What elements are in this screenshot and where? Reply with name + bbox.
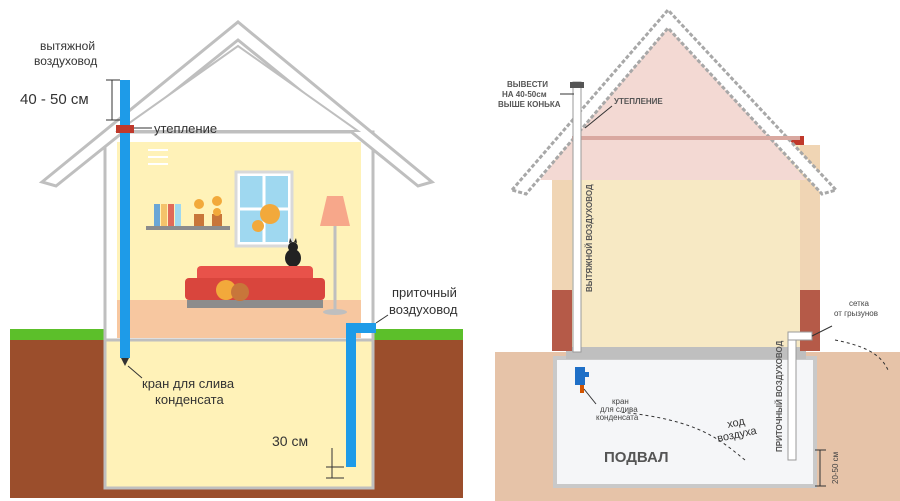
right-supply-duct-label: ПРИТОЧНЫЙ ВОЗДУХОВОД [775, 340, 784, 452]
right-brick-right [800, 290, 820, 351]
right-depth-dimension [815, 449, 826, 487]
depth-dimension-marker [326, 448, 344, 479]
valve-note-line3: конденсата [596, 413, 639, 422]
drain-valve-label-line1: кран для слива [142, 376, 235, 391]
left-roof [38, 20, 436, 188]
valve-note-line2: для слива [600, 405, 638, 414]
height-above-roof-label: 40 - 50 см [20, 91, 89, 108]
left-window [234, 170, 294, 248]
exhaust-duct-drain [121, 358, 129, 366]
airflow-arrow-outside [834, 339, 889, 371]
exhaust-duct-label-line1: вытяжной [40, 39, 95, 53]
exhaust-duct [120, 80, 130, 358]
right-floor-slab [566, 347, 806, 359]
right-mesh-leader [811, 325, 833, 337]
wall-vent [148, 149, 168, 165]
supply-leader [375, 314, 389, 324]
roof-note-line3: ВЫШЕ КОНЬКА [498, 100, 561, 109]
left-shelf [146, 196, 230, 230]
height-dimension-marker [106, 79, 120, 121]
basement-label: ПОДВАЛ [604, 449, 669, 466]
cat-figure [285, 238, 301, 267]
insulation-label: утепление [154, 121, 217, 136]
right-brick-left [552, 290, 572, 351]
right-depth-label: 20-50 см [831, 452, 840, 484]
rodent-mesh-label-line1: сетка [849, 299, 870, 308]
right-house-diagram: ВЫВЕСТИ НА 40-50см ВЫШЕ КОНЬКА УТЕПЛЕНИЕ… [495, 7, 900, 501]
airflow-label-line1: ход [726, 415, 746, 431]
supply-duct-vertical [346, 323, 356, 467]
right-basement [553, 356, 817, 488]
valve-note-line1: кран [612, 397, 629, 406]
supply-duct-label-line1: приточный [392, 285, 457, 300]
right-supply-pipe [787, 331, 797, 461]
drain-leader [127, 365, 143, 379]
right-drain-valve [575, 367, 589, 393]
left-house-diagram: вытяжной воздуховод 40 - 50 см утепление… [10, 20, 463, 498]
insulation-patch [116, 125, 134, 133]
depth-above-floor-label: 30 см [272, 433, 308, 449]
right-exhaust-pipe [572, 81, 582, 353]
supply-duct-label-line2: воздуховод [389, 302, 458, 317]
rodent-mesh-label-line2: от грызунов [834, 309, 878, 318]
drain-valve-label-line2: конденсата [155, 392, 224, 407]
sofa [185, 266, 325, 308]
right-roof-underside [572, 136, 800, 140]
floor-lamp [320, 196, 350, 315]
right-supply-elbow [787, 331, 813, 341]
right-exhaust-duct-label: ВЫТЯЖНОЙ ВОЗДУХОВОД [585, 184, 594, 292]
airflow-arrow-basement [619, 411, 746, 461]
left-basement [103, 336, 375, 490]
right-insulation-leader [584, 105, 613, 129]
right-pipe-cap [570, 82, 584, 88]
roof-note-line1: ВЫВЕСТИ [507, 80, 548, 89]
left-attic [114, 44, 362, 132]
right-valve-leader [583, 388, 597, 405]
right-insulation-label: УТЕПЛЕНИЕ [614, 97, 663, 106]
right-roof-outline [509, 7, 839, 196]
exhaust-duct-label-line2: воздуховод [34, 54, 97, 68]
supply-duct-horizontal [346, 323, 376, 333]
roof-note-line2: НА 40-50см [502, 90, 547, 99]
